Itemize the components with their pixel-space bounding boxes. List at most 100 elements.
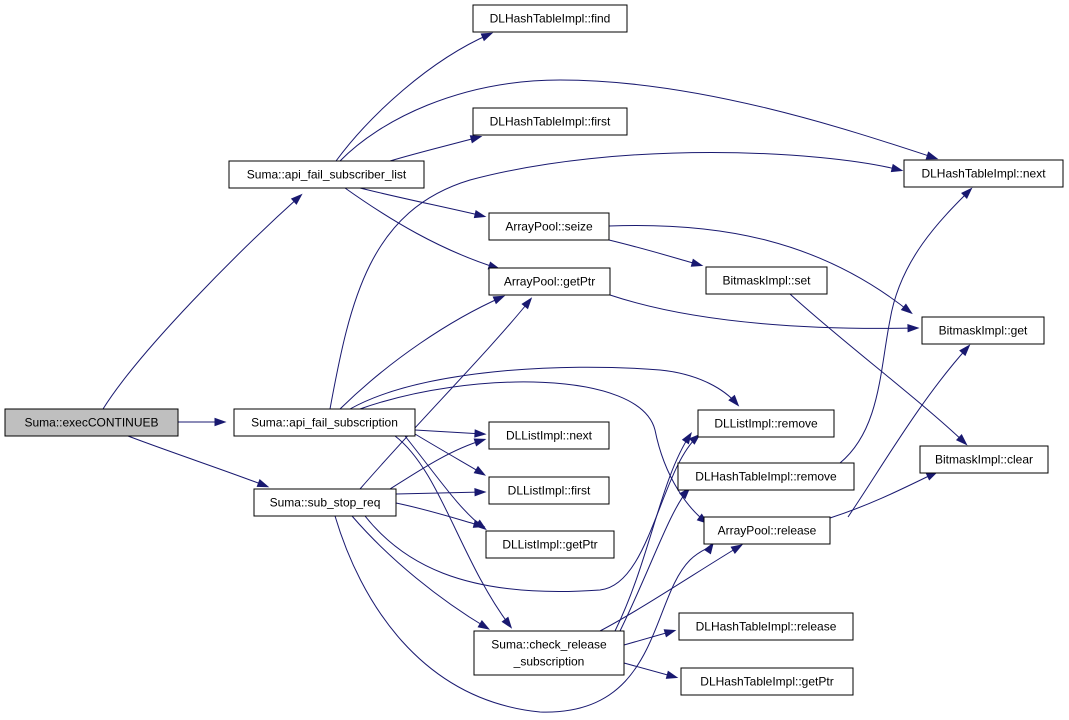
- node-box: [488, 476, 610, 505]
- node-label: ArrayPool::release: [718, 524, 817, 538]
- node-label: DLListImpl::first: [508, 484, 591, 498]
- arrowhead: [469, 135, 483, 144]
- edge-n0-to-n1: [102, 193, 303, 410]
- arrowhead: [955, 434, 968, 446]
- node-n8[interactable]: DLListImpl::next: [488, 421, 610, 450]
- arrowhead: [900, 303, 913, 315]
- edge-n7-to-n19: [609, 294, 920, 333]
- edge-n11-to-n16: [623, 629, 677, 646]
- edge-n3-to-n8: [389, 438, 487, 490]
- arrowhead: [925, 151, 939, 160]
- node-n9[interactable]: DLListImpl::first: [488, 476, 610, 505]
- edge-line: [335, 33, 491, 162]
- node-box: [473, 630, 625, 676]
- node-n12[interactable]: BitmaskImpl::set: [705, 266, 828, 295]
- node-box: [228, 160, 425, 189]
- node-n13[interactable]: DLListImpl::remove: [697, 409, 835, 438]
- node-label: DLListImpl::remove: [714, 417, 818, 431]
- edge-n1-to-n4: [335, 32, 494, 162]
- edge-n1-to-n6: [359, 187, 487, 219]
- edge-line: [102, 195, 301, 410]
- arrowhead: [501, 616, 513, 629]
- node-label: DLHashTableImpl::release: [696, 620, 837, 634]
- node-label: _subscription: [513, 655, 585, 669]
- edge-line: [395, 491, 484, 495]
- arrowhead: [690, 258, 704, 267]
- node-box: [921, 316, 1045, 345]
- arrowhead: [214, 417, 227, 427]
- edge-n2-to-n18: [329, 152, 904, 410]
- node-n11[interactable]: Suma::check_release_subscription: [473, 630, 625, 676]
- edge-line: [608, 239, 701, 266]
- arrowhead: [472, 519, 486, 528]
- edge-line: [614, 434, 691, 632]
- arrowhead: [474, 488, 487, 497]
- node-label: Suma::sub_stop_req: [270, 496, 381, 510]
- node-label: BitmaskImpl::set: [722, 274, 811, 288]
- arrowhead: [679, 487, 691, 500]
- edge-n12-to-n20: [789, 293, 968, 446]
- node-n18[interactable]: DLHashTableImpl::next: [903, 159, 1064, 188]
- arrowhead: [907, 324, 920, 333]
- edge-n0-to-n2: [178, 417, 227, 427]
- node-box: [233, 408, 416, 437]
- node-box: [903, 159, 1064, 188]
- arrowhead: [665, 670, 679, 679]
- node-n20[interactable]: BitmaskImpl::clear: [919, 445, 1049, 474]
- edge-n11-to-n13: [614, 432, 692, 632]
- edge-n3-to-n7: [359, 297, 533, 490]
- edge-n1-to-n7: [344, 187, 501, 270]
- arrowhead: [681, 432, 692, 445]
- edge-line: [608, 225, 911, 313]
- node-n16[interactable]: DLHashTableImpl::release: [678, 612, 854, 641]
- arrowhead: [663, 629, 677, 638]
- node-n1[interactable]: Suma::api_fail_subscriber_list: [228, 160, 425, 189]
- node-box: [678, 612, 854, 641]
- arrowhead: [474, 429, 487, 438]
- edge-layer: [102, 32, 973, 713]
- edge-line: [394, 435, 511, 627]
- node-n15[interactable]: ArrayPool::release: [703, 516, 831, 545]
- arrowhead: [477, 620, 491, 630]
- node-label: Suma::execCONTINUEB: [24, 416, 158, 430]
- node-label: DLHashTableImpl::remove: [695, 470, 837, 484]
- node-n10[interactable]: DLListImpl::getPtr: [485, 530, 615, 559]
- node-n4[interactable]: DLHashTableImpl::find: [472, 4, 628, 33]
- arrowhead: [492, 295, 506, 305]
- edge-line: [623, 662, 676, 678]
- edge-n6-to-n12: [608, 239, 704, 267]
- edge-line: [359, 187, 484, 217]
- node-box: [680, 667, 854, 696]
- node-n5[interactable]: DLHashTableImpl::first: [472, 107, 628, 136]
- node-box: [488, 421, 610, 450]
- node-n14[interactable]: DLHashTableImpl::remove: [677, 462, 855, 491]
- node-n17[interactable]: DLHashTableImpl::getPtr: [680, 667, 854, 696]
- node-box: [919, 445, 1049, 474]
- edge-n14-to-n18: [839, 187, 973, 464]
- edge-n15-to-n19: [847, 344, 971, 518]
- edge-n3-to-n9: [395, 488, 487, 497]
- node-n3[interactable]: Suma::sub_stop_req: [253, 488, 397, 517]
- node-label: DLListImpl::next: [506, 429, 593, 443]
- edge-n11-to-n17: [623, 662, 679, 679]
- edge-n2-to-n13: [349, 366, 740, 410]
- node-box: [253, 488, 397, 517]
- node-box: [488, 267, 611, 296]
- edge-n2-to-n7: [339, 295, 506, 410]
- edge-n1-to-n5: [389, 135, 483, 162]
- edge-line: [329, 152, 901, 410]
- node-n7[interactable]: ArrayPool::getPtr: [488, 267, 611, 296]
- node-n0[interactable]: Suma::execCONTINUEB: [4, 408, 179, 437]
- node-label: DLListImpl::getPtr: [502, 538, 597, 552]
- node-label: Suma::check_release: [491, 638, 607, 652]
- node-label: ArrayPool::seize: [505, 220, 593, 234]
- edge-line: [414, 429, 484, 435]
- node-n2[interactable]: Suma::api_fail_subscription: [233, 408, 416, 437]
- edge-n2-to-n9: [414, 433, 486, 476]
- node-label: ArrayPool::getPtr: [504, 275, 595, 289]
- node-n19[interactable]: BitmaskImpl::get: [921, 316, 1045, 345]
- edge-n3-to-n13: [364, 433, 701, 593]
- arrowhead: [730, 544, 744, 554]
- node-n6[interactable]: ArrayPool::seize: [488, 212, 610, 241]
- edge-n3-to-n11: [351, 515, 491, 630]
